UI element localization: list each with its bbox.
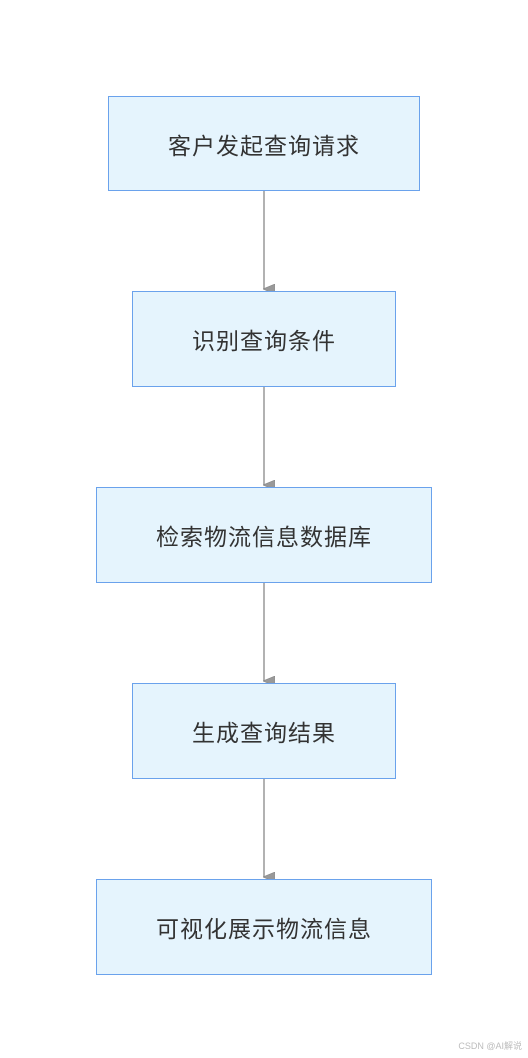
node-label: 可视化展示物流信息 <box>156 917 372 943</box>
node-search-logistics-database: 检索物流信息数据库 <box>96 487 432 583</box>
node-identify-query-conditions: 识别查询条件 <box>132 291 396 387</box>
node-label: 检索物流信息数据库 <box>156 525 372 551</box>
node-label: 客户发起查询请求 <box>168 133 360 160</box>
node-label: 生成查询结果 <box>192 721 336 747</box>
node-visualize-logistics-info: 可视化展示物流信息 <box>96 879 432 975</box>
watermark: CSDN @AI解说 <box>458 1041 522 1051</box>
node-generate-query-result: 生成查询结果 <box>132 683 396 779</box>
node-label: 识别查询条件 <box>192 329 336 355</box>
node-customer-query-request: 客户发起查询请求 <box>108 96 420 191</box>
